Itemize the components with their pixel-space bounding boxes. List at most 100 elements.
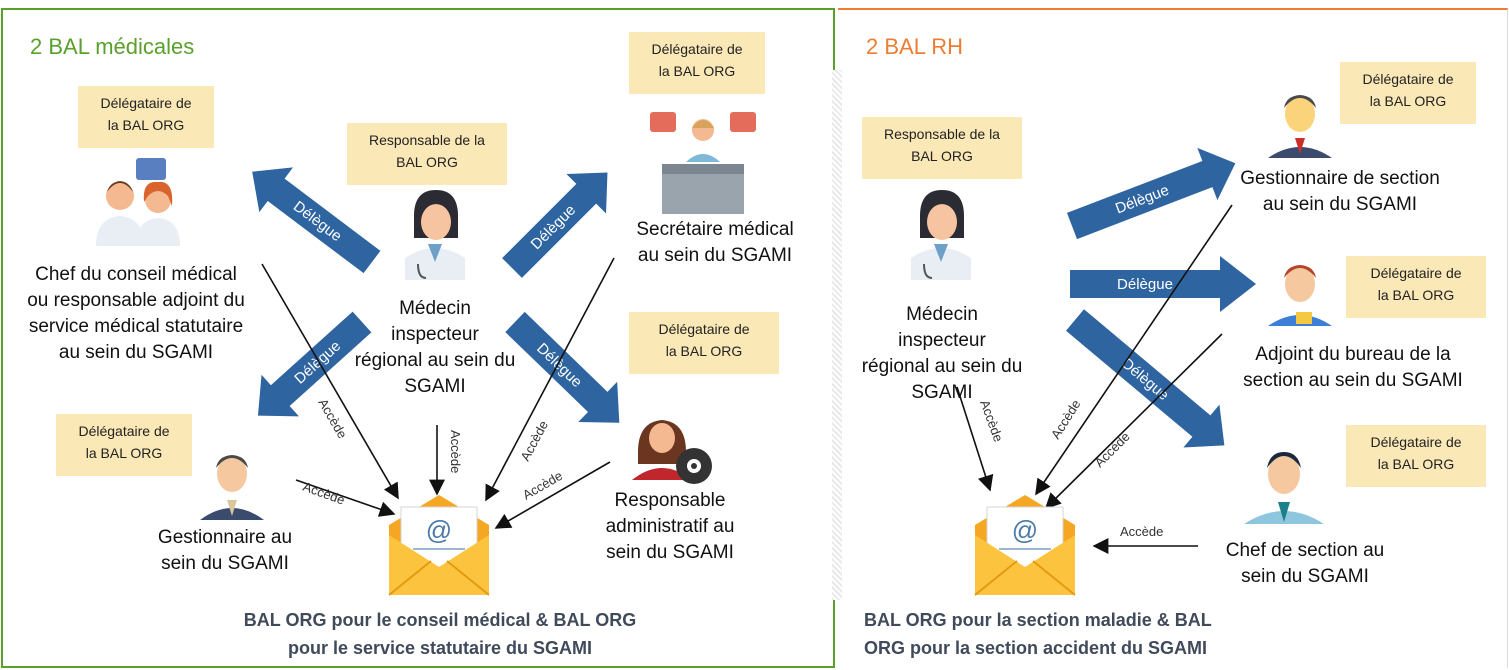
svg-text:@: @	[426, 515, 452, 545]
tag-responsable: Responsable de la BAL ORG	[347, 123, 507, 185]
access-arrows-left	[261, 257, 615, 529]
role-line: au sein du SGAMI	[1262, 194, 1418, 215]
medical-caption: BAL ORG pour le conseil médical & BAL OR…	[190, 606, 690, 662]
role-line: SGAMI	[404, 376, 466, 397]
role-line: Secrétaire médical	[636, 219, 794, 240]
delegate-arrow-to-rh-chef: Délègue	[1066, 309, 1225, 448]
access-label: Accède	[977, 398, 1006, 444]
role-rh-gestionnaire: Gestionnaire de section au sein du SGAMI	[1220, 166, 1460, 218]
role-line: Gestionnaire de section	[1240, 168, 1440, 189]
businessman-icon	[1268, 95, 1332, 158]
doctor-icon	[911, 190, 971, 280]
businessman-icon	[200, 455, 264, 520]
tag-line: la BAL ORG	[658, 63, 736, 79]
role-line: régional au sein du	[354, 350, 516, 371]
delegate-arrow-to-chef: Délègue	[252, 167, 381, 274]
role-line: inspecteur	[898, 330, 986, 351]
role-line: administratif au	[605, 516, 735, 537]
role-line: section au sein du SGAMI	[1243, 370, 1463, 391]
access-label: Accède	[448, 430, 463, 473]
access-arrows-right	[956, 204, 1233, 554]
role-line: sein du SGAMI	[161, 553, 289, 574]
role-line: au sein du SGAMI	[637, 245, 793, 266]
access-label: Accède	[1092, 429, 1133, 470]
tag-line: Délégataire de	[651, 41, 743, 57]
panel-divider	[832, 70, 842, 600]
tag-line: Responsable de la	[369, 132, 485, 148]
role-line: sein du SGAMI	[1241, 566, 1369, 587]
tag-line: BAL ORG	[911, 148, 973, 164]
role-line: Chef de section au	[1225, 540, 1385, 561]
role-line: Gestionnaire au	[157, 527, 293, 548]
tag-line: la BAL ORG	[1377, 287, 1455, 303]
access-label: Accède	[1048, 397, 1084, 442]
caption-line: BAL ORG pour le conseil médical & BAL OR…	[243, 610, 637, 630]
caption-line: pour le service statutaire du SGAMI	[287, 638, 593, 658]
delegate-arrow-to-secretaire: Délègue	[502, 172, 608, 278]
access-label: Accède	[517, 418, 551, 463]
role-rh-adjoint: Adjoint du bureau de la section au sein d…	[1228, 342, 1478, 394]
role-line: inspecteur	[391, 324, 479, 345]
access-label: Accède	[315, 396, 350, 441]
rh-title: 2 BAL RH	[866, 34, 964, 59]
secretary-icon	[650, 112, 756, 214]
role-gestionnaire: Gestionnaire au sein du SGAMI	[140, 525, 310, 577]
caption-line: BAL ORG pour la section maladie & BAL	[864, 610, 1212, 630]
doctor-icon	[405, 190, 465, 280]
role-line: au sein du SGAMI	[58, 342, 214, 363]
tag-line: la BAL ORG	[107, 117, 185, 133]
tag-line: Délégataire de	[658, 321, 750, 337]
section-chief-icon	[1244, 452, 1324, 524]
medical-title: 2 BAL médicales	[30, 34, 195, 59]
tag-line: Délégataire de	[1370, 265, 1462, 281]
tag-chef: Délégataire de la BAL ORG	[78, 86, 214, 148]
svg-text:@: @	[1012, 515, 1038, 545]
tag-line: BAL ORG	[396, 154, 458, 170]
access-label: Accède	[1120, 524, 1163, 539]
role-line: Responsable	[614, 490, 726, 511]
rh-panel	[838, 8, 1508, 668]
access-label: Accède	[301, 479, 347, 508]
delegate-arrow-to-admin: Délègue	[505, 311, 620, 423]
tag-secretaire: Délégataire de la BAL ORG	[629, 32, 765, 94]
delegate-arrow-to-rh-adjoint: Délègue	[1070, 256, 1256, 312]
delegate-arrow-to-rh-gestionnaire: Délègue	[1066, 147, 1236, 240]
admin-woman-icon	[632, 420, 712, 484]
role-chef: Chef du conseil médical ou responsable ad…	[6, 262, 266, 366]
tag-rh-adjoint: Délégataire de la BAL ORG	[1346, 256, 1486, 318]
role-line: ou responsable adjoint du	[27, 290, 245, 311]
tag-line: la BAL ORG	[85, 445, 163, 461]
role-admin: Responsable administratif au sein du SGAMI	[590, 488, 750, 566]
mailbox-icon: @	[974, 495, 1076, 596]
tag-rh-chef: Délégataire de la BAL ORG	[1346, 425, 1486, 487]
role-rh-chef: Chef de section au sein du SGAMI	[1205, 538, 1405, 590]
rh-caption: BAL ORG pour la section maladie & BAL ORG…	[864, 606, 1284, 662]
role-line: service médical statutaire	[28, 316, 244, 337]
access-label: Accède	[520, 468, 565, 503]
tag-rh-gestionnaire: Délégataire de la BAL ORG	[1340, 62, 1476, 124]
role-medecin: Médecin inspecteur régional au sein du SGAM…	[340, 296, 530, 400]
delegate-arrow-to-gestionnaire: Délègue	[257, 311, 372, 417]
tag-rh-responsable: Responsable de la BAL ORG	[862, 117, 1022, 179]
delegate-label: Délègue	[1117, 276, 1173, 293]
doctors-pair-icon	[96, 158, 180, 246]
caption-line: ORG pour la section accident du SGAMI	[864, 638, 1208, 658]
tag-line: la BAL ORG	[665, 343, 743, 359]
tag-line: la BAL ORG	[1369, 93, 1447, 109]
role-line: Médecin	[399, 298, 471, 319]
tag-admin: Délégataire de la BAL ORG	[629, 312, 779, 374]
role-line: sein du SGAMI	[606, 542, 734, 563]
role-line: régional au sein du	[861, 356, 1023, 377]
tag-line: Délégataire de	[100, 95, 192, 111]
tag-line: Responsable de la	[884, 126, 1000, 142]
role-secretaire: Secrétaire médical au sein du SGAMI	[620, 217, 810, 269]
tag-line: Délégataire de	[1362, 71, 1454, 87]
tag-line: Délégataire de	[1370, 434, 1462, 450]
role-line: Chef du conseil médical	[35, 264, 237, 285]
tag-line: la BAL ORG	[1377, 456, 1455, 472]
role-line: Adjoint du bureau de la	[1255, 344, 1451, 365]
mailbox-icon: @	[388, 495, 490, 596]
role-line: Médecin	[906, 304, 978, 325]
